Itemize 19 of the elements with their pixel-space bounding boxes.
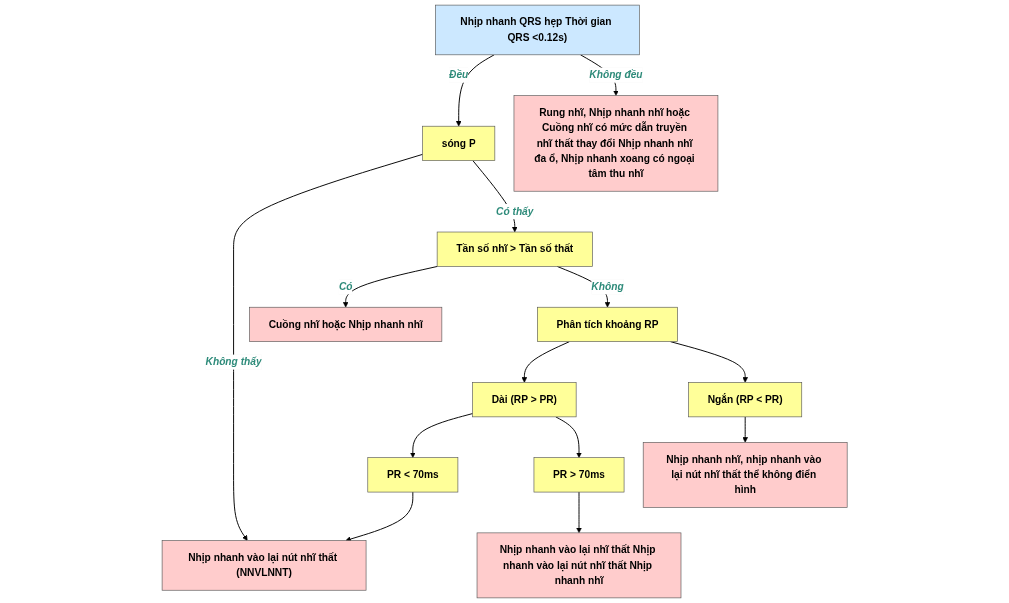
node-box: sóng P (422, 125, 495, 161)
node-box: Ngắn (RP < PR) (688, 382, 802, 418)
edge-label: Đều (448, 69, 469, 81)
node-box: Dài (RP > PR) (472, 382, 577, 418)
edge-label: Không (591, 281, 624, 292)
node-box: Nhịp nhanh vào lại nhĩ thất Nhịp nhanh vào lại nút nhĩ thất Nhịp nhanh nhĩ (476, 532, 682, 599)
edge-label: Có thấy (495, 205, 534, 217)
node-box: Phân tích khoảng RP (536, 306, 678, 342)
node-box: Tần số nhĩ > Tần số thất (436, 231, 593, 267)
edge-label: Không thấy (205, 356, 262, 368)
node-box: PR > 70ms (533, 457, 625, 493)
node-box: Nhịp nhanh QRS hẹp Thời gian QRS <0.12s) (434, 4, 640, 56)
edge-label: Có (338, 281, 353, 292)
node-box: Rung nhĩ, Nhịp nhanh nhĩ hoặc Cuồng nhĩ có mức dẫn truyền nhĩ thất thay đổi Nhịp nhanh nhĩ đa ổ, Nhịp nhanh xoang có ngoại tâm thu nhĩ (513, 95, 719, 192)
node-box: Cuồng nhĩ hoặc Nhịp nhanh nhĩ (249, 306, 443, 342)
node-box: PR < 70ms (367, 457, 459, 493)
edge-label: Không đều (589, 69, 643, 81)
node-box: Nhịp nhanh vào lại nút nhĩ thất (NNVLNNT) (161, 540, 367, 591)
node-box: Nhịp nhanh nhĩ, nhịp nhanh vào lại nút nhĩ thất thể không điển hình (642, 442, 848, 508)
